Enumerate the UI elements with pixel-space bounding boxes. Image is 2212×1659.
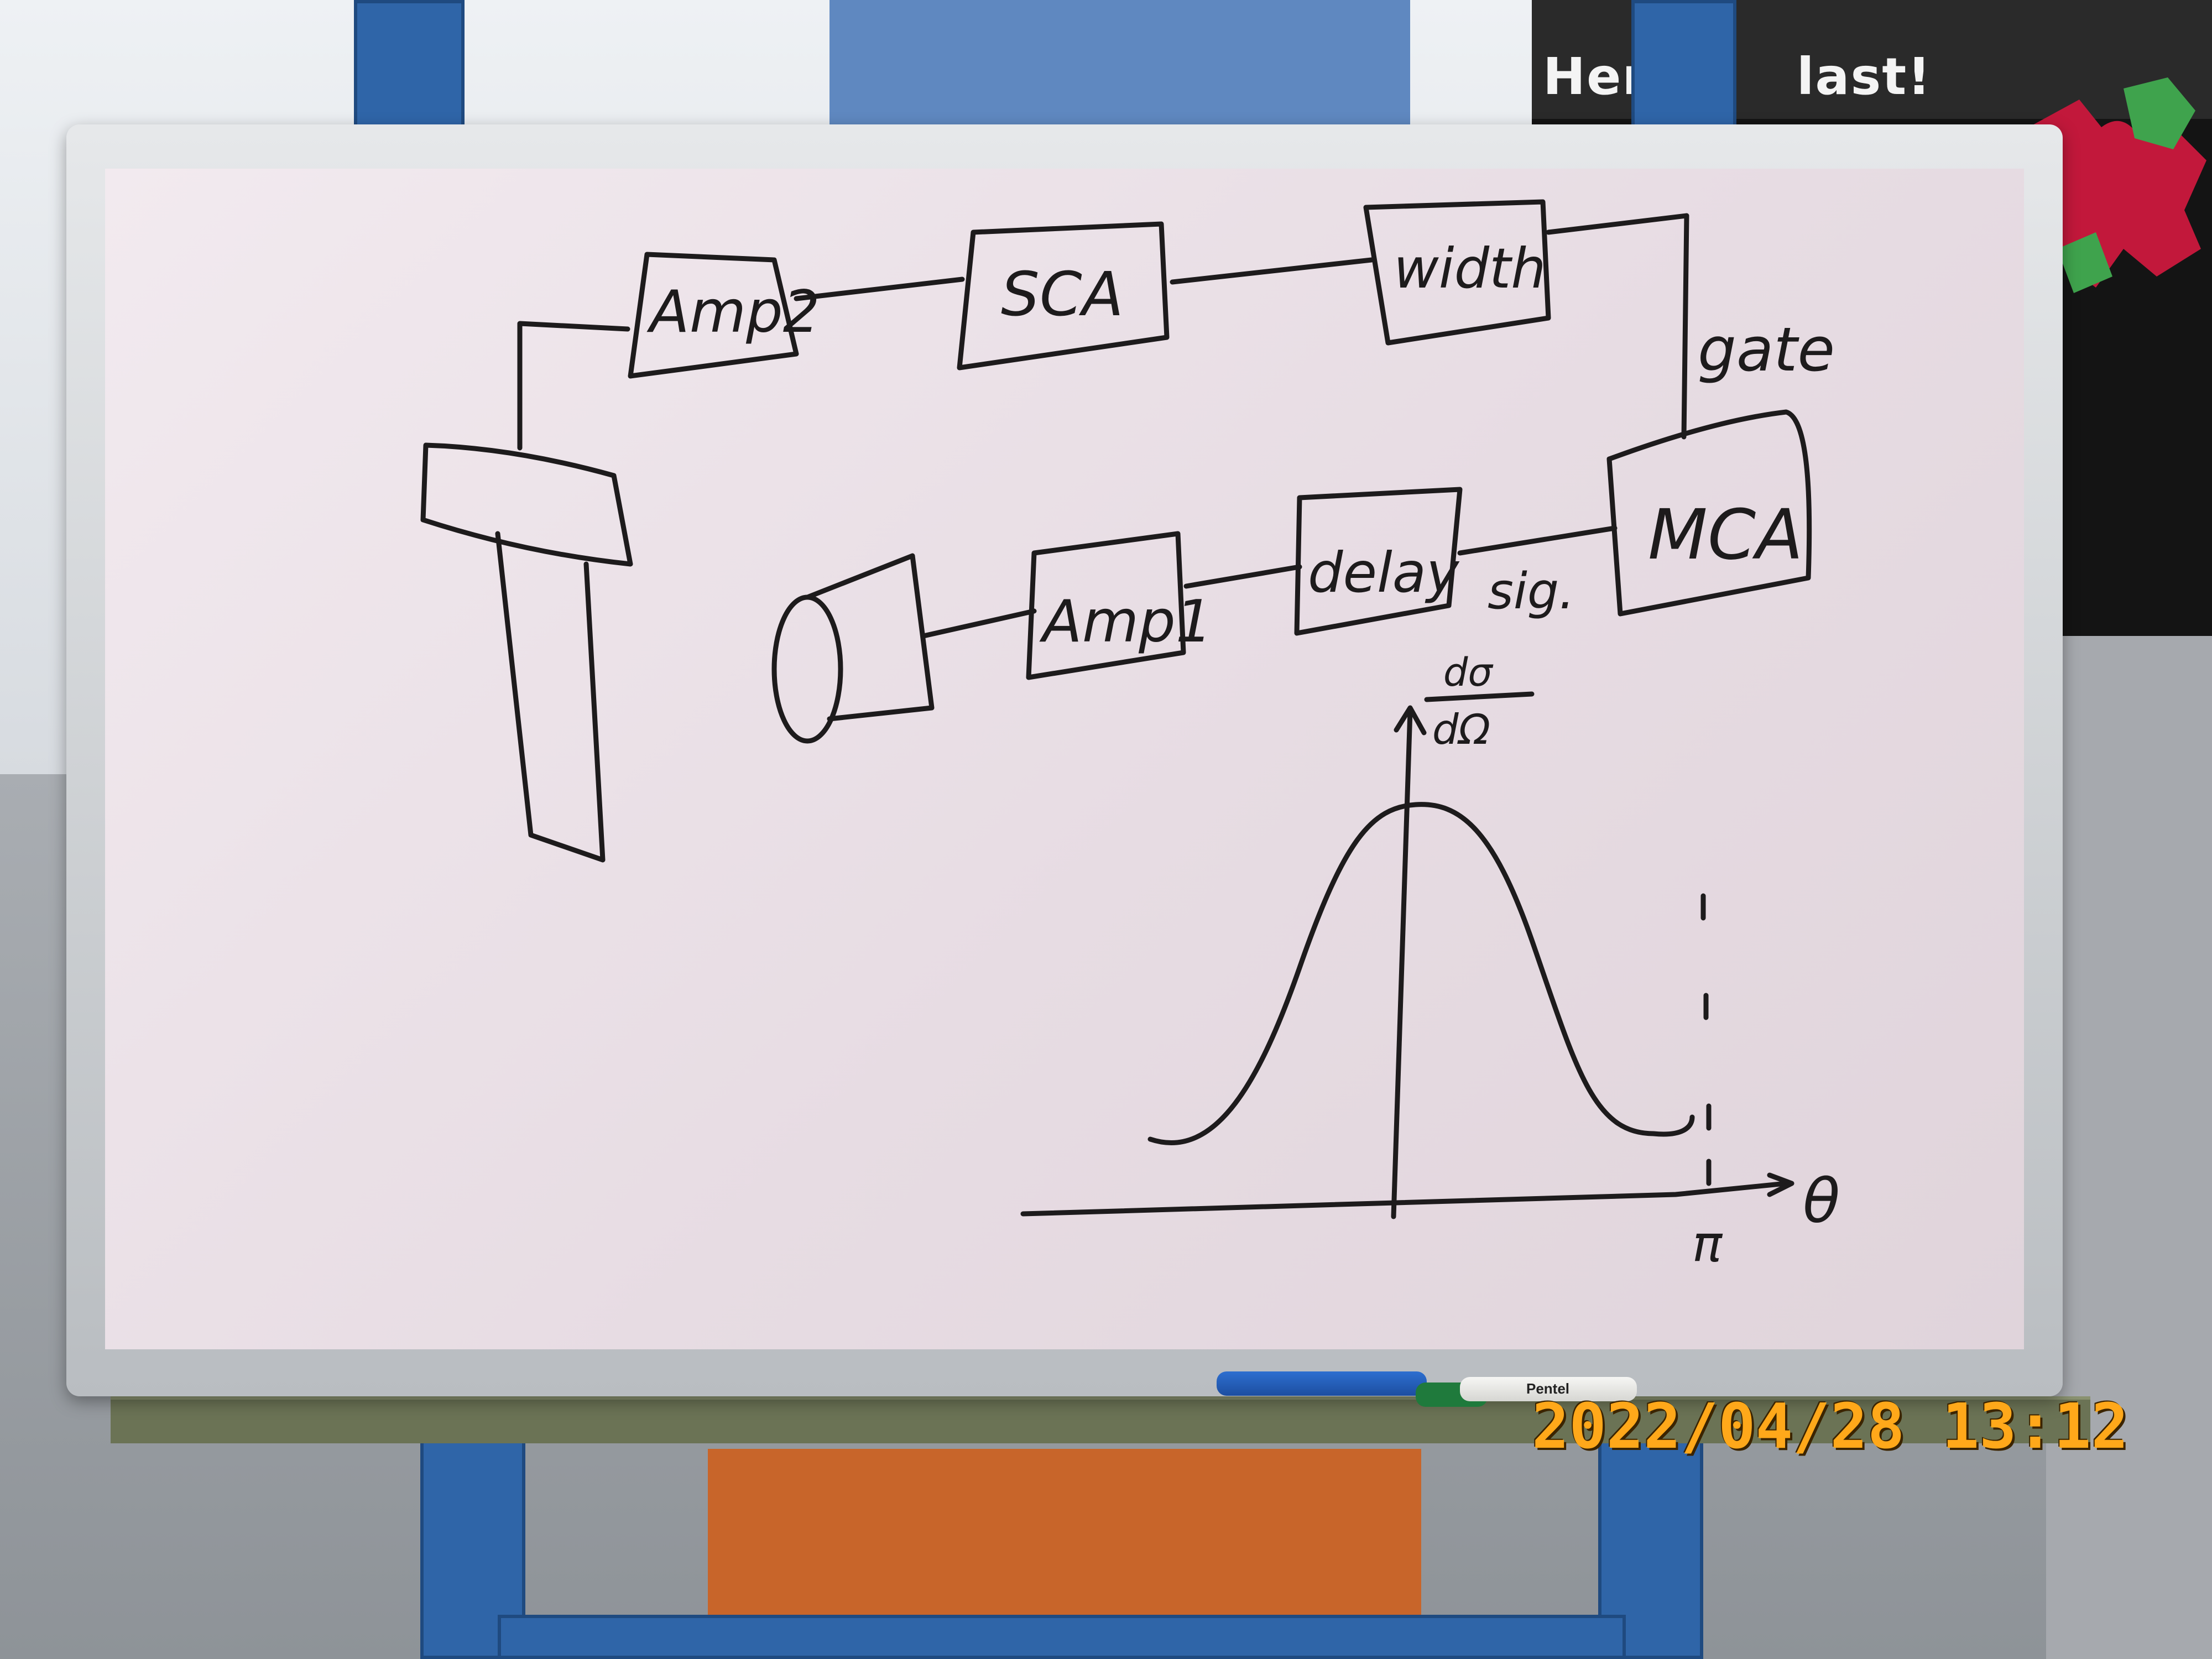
gate-label: gate [1698,314,1835,385]
puzzle-piece-graphic [2018,77,2206,293]
blue-wall-panel [830,0,1410,127]
right-partition [2046,636,2212,1659]
x-axis-label: θ [1803,1166,1840,1237]
wire-width-mca-gate [1546,213,1689,440]
x-axis-tick-pi: π [1692,1215,1723,1273]
white-marker[interactable]: Pentel [1460,1377,1637,1401]
width-box [1363,199,1551,346]
mca-label: MCA [1648,495,1803,575]
delay-box [1294,487,1463,636]
x-axis-arrowhead [1767,1172,1794,1197]
x-axis [1020,1181,1789,1217]
wire-amp2-sca [794,276,965,301]
poster-headline-left: Her [1543,47,1648,106]
cross-section-curve [1147,802,1695,1145]
wire-delay-mca [1457,525,1618,556]
marker-tray [111,1396,2090,1443]
marker-brand-label: Pentel [1526,1380,1570,1397]
easel-post-top-right [1631,0,1736,144]
whiteboard-surface [105,169,2024,1349]
easel-crossbar [498,1615,1626,1659]
wire-sca-width [1170,257,1374,285]
amp1-label: Amp1 [1039,588,1213,655]
delay-label: delay [1308,540,1460,605]
y-axis-label-top: dσ [1443,650,1494,695]
detector-head [420,442,633,567]
y-axis-arrowhead [1394,705,1427,735]
width-label: width [1394,236,1546,301]
wire-detector-amp2 [517,321,630,451]
wooden-cabinet [708,1449,1421,1615]
poster-headline-right: last! [1796,47,1932,106]
poster-headline: Her last! [1543,47,2206,113]
wire-pmt-amp1 [921,608,1037,639]
wire-amp1-delay [1183,564,1302,589]
y-axis [1391,708,1413,1219]
sig-label: sig. [1488,562,1575,620]
easel-post-top-left [354,0,465,144]
camera-timestamp: 2022/04/28 13:12 [1532,1391,2128,1463]
amp2-label: Amp2 [646,278,820,346]
amp2-box [628,252,799,379]
blue-marker[interactable] [1217,1371,1427,1396]
sca-label: SCA [1001,259,1124,330]
sca-box [957,221,1170,371]
amp1-box [1026,531,1186,680]
detector-stem [495,531,606,863]
y-axis-label-fraction-bar [1424,691,1535,702]
pmt-body [805,553,935,722]
mca-box [1606,409,1812,617]
y-axis-label-bottom: dΩ [1432,705,1490,754]
pi-guide-line [1700,893,1712,1192]
